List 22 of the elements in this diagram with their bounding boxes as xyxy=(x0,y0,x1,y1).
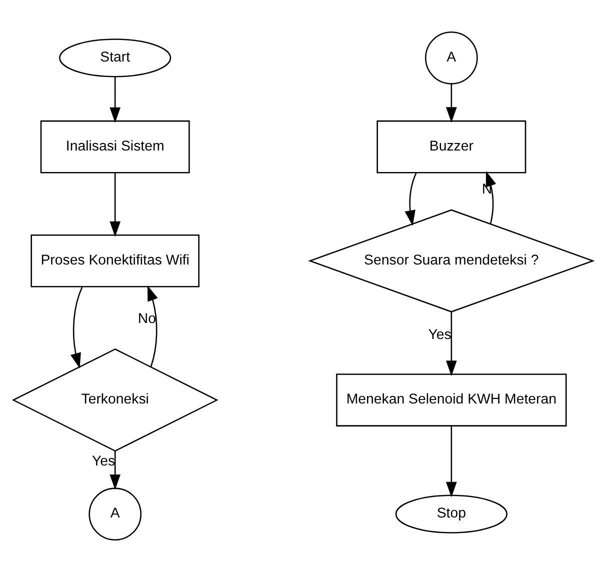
arrow xyxy=(70,286,83,368)
node-box: Proses Konektifitas Wifi xyxy=(30,234,200,287)
node-box: Inalisasi Sistem xyxy=(40,120,190,173)
node-ellipse: Stop xyxy=(395,494,508,533)
arrow xyxy=(110,76,121,122)
node-box: Buzzer xyxy=(376,120,526,173)
edge-label: No xyxy=(138,310,156,326)
arrow xyxy=(110,172,121,236)
arrow xyxy=(446,426,457,497)
node-diamond: Terkoneksi xyxy=(12,348,218,452)
arrow xyxy=(446,83,457,122)
arrow xyxy=(486,170,496,224)
node-circle: A xyxy=(88,487,142,540)
arrow xyxy=(110,450,121,490)
arrow xyxy=(446,311,457,376)
node-circle: A xyxy=(425,31,478,84)
edge-label: Yes xyxy=(428,326,452,342)
edge-label: Yes xyxy=(92,453,116,470)
arrow xyxy=(147,284,158,366)
arrow xyxy=(404,172,417,226)
node-ellipse: Start xyxy=(59,38,172,77)
node-box: Menekan Selenoid KWH Meteran xyxy=(336,373,567,426)
